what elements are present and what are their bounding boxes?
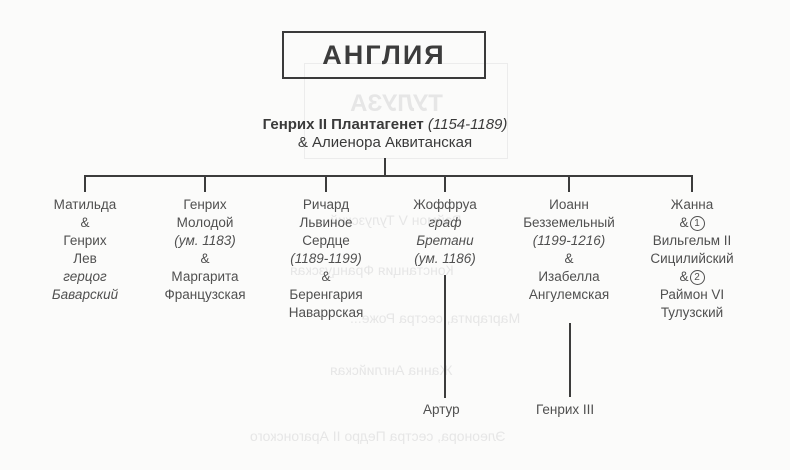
drop-line-geoffrey bbox=[444, 175, 446, 192]
spouse-title: Баварский bbox=[51, 287, 119, 302]
person-name: Молодой bbox=[176, 215, 234, 230]
root-name: Генрих II Плантагенет bbox=[262, 116, 424, 133]
circled-number-2-icon: 2 bbox=[689, 269, 705, 285]
marriage-ampersand: & bbox=[679, 269, 689, 284]
spouse-name: Лев bbox=[73, 251, 97, 266]
bleed-through-box bbox=[304, 63, 508, 159]
marriage-ampersand: & bbox=[321, 269, 331, 284]
person-title: Бретани bbox=[416, 233, 474, 248]
person-dates: (1189-1199) bbox=[290, 251, 362, 266]
child-matilda: Матильда & Генрих Лев герцог Баварский bbox=[25, 196, 145, 304]
grandchild-henry-iii: Генрих III bbox=[536, 402, 595, 417]
person-name: Львиное bbox=[299, 215, 353, 230]
descent-line-geoffrey-arthur bbox=[444, 275, 446, 398]
root-spouse: & Алиенора Аквитанская bbox=[297, 134, 473, 151]
child-joan: Жанна &1 Вильгельм II Сицилийский &2 Рай… bbox=[632, 196, 752, 322]
spouse-name: Беренгария bbox=[289, 287, 363, 302]
person-name: Безземельный bbox=[523, 215, 615, 230]
spouse-name: Изабелла bbox=[538, 269, 600, 284]
person-name: Иоанн bbox=[549, 197, 589, 212]
child-geoffrey: Жоффруа граф Бретани (ум. 1186) bbox=[385, 196, 505, 268]
person-name: Матильда bbox=[53, 197, 117, 212]
person-dates: (ум. 1186) bbox=[414, 251, 476, 266]
person-name: Сердце bbox=[302, 233, 350, 248]
grandchild-arthur: Артур bbox=[423, 402, 460, 417]
circled-number-1-icon: 1 bbox=[689, 215, 705, 231]
spouse-name: Ангулемская bbox=[528, 287, 610, 302]
root-dates: (1154-1189) bbox=[427, 116, 508, 133]
drop-line-john bbox=[568, 175, 570, 192]
marriage-ampersand: & bbox=[200, 251, 210, 266]
sibling-bar-line bbox=[84, 175, 693, 177]
person-dates: (1199-1216) bbox=[532, 233, 606, 248]
spouse-name: Французская bbox=[164, 287, 246, 302]
person-dates: (ум. 1183) bbox=[174, 233, 236, 248]
bleed-through-line: Элеонора, сестра Педро II Арагонского bbox=[250, 428, 506, 444]
person-name: Жоффруа bbox=[413, 197, 477, 212]
person-name: Ричард bbox=[302, 197, 350, 212]
drop-line-richard bbox=[325, 175, 327, 192]
spouse-name: Вильгельм II bbox=[652, 233, 732, 248]
drop-line-matilda bbox=[84, 175, 86, 192]
country-title: АНГЛИЯ bbox=[322, 39, 446, 70]
marriage-1: &1 bbox=[632, 214, 752, 232]
spouse-name: Маргарита bbox=[171, 269, 239, 284]
spouse-name: Сицилийский bbox=[650, 251, 734, 266]
descent-line-john-henry3 bbox=[569, 323, 571, 397]
drop-line-henry-young bbox=[204, 175, 206, 192]
root-stem-line bbox=[384, 158, 386, 176]
child-richard: Ричард Львиное Сердце (1189-1199) & Бере… bbox=[266, 196, 386, 322]
root-couple: Генрих II Плантагенет (1154-1189) & Алие… bbox=[185, 116, 585, 152]
person-name: Жанна bbox=[670, 197, 714, 212]
spouse-title: герцог bbox=[63, 269, 107, 284]
child-henry-young: Генрих Молодой (ум. 1183) & Маргарита Фр… bbox=[145, 196, 265, 304]
country-title-box: АНГЛИЯ bbox=[282, 31, 486, 79]
marriage-ampersand: & bbox=[80, 215, 90, 230]
marriage-ampersand: & bbox=[679, 215, 689, 230]
spouse-name: Раймон VI bbox=[659, 287, 725, 302]
marriage-2: &2 bbox=[632, 268, 752, 286]
person-name: Генрих bbox=[183, 197, 227, 212]
spouse-name: Генрих bbox=[63, 233, 107, 248]
child-john: Иоанн Безземельный (1199-1216) & Изабелл… bbox=[509, 196, 629, 304]
marriage-ampersand: & bbox=[564, 251, 574, 266]
spouse-name: Тулузский bbox=[660, 305, 724, 320]
drop-line-joan bbox=[691, 175, 693, 192]
spouse-name: Наваррская bbox=[288, 305, 364, 320]
bleed-through-line: Жанна Английская bbox=[330, 362, 453, 378]
person-title: граф bbox=[428, 215, 462, 230]
